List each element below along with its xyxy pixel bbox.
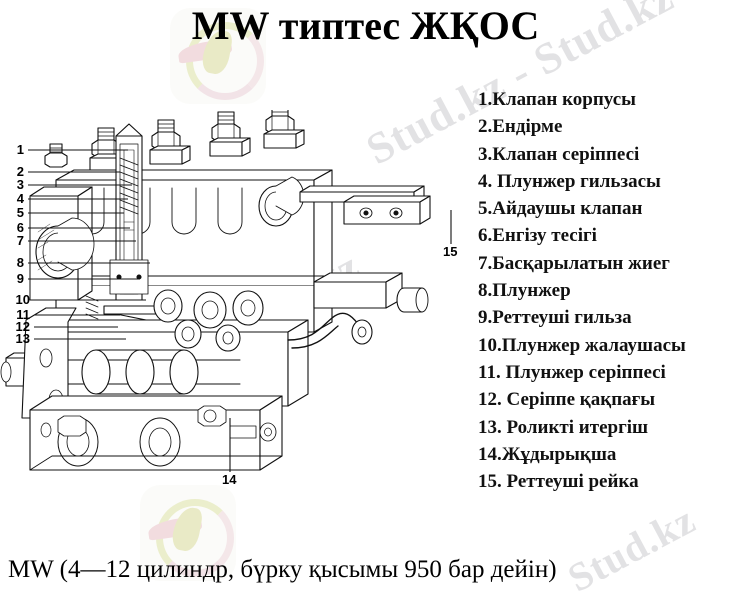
legend-item-12-label: Серіппе қақпағы [506, 389, 656, 411]
callout-2: 2 [16, 164, 24, 179]
legend-item-4-number: 4. [478, 170, 497, 192]
legend-item-11-label: Плунжер серіппесі [505, 361, 666, 383]
legend-item-9-label: Реттеуші гильза [492, 307, 632, 329]
watermark-text: Stud.kz [560, 496, 703, 600]
legend-item-7-label: Басқарылатын жиег [492, 252, 670, 274]
delivery-valve-holders [44, 110, 305, 173]
legend-item-1-number: 1. [478, 89, 493, 110]
callout-3: 3 [16, 177, 24, 192]
legend-item-15-label: Реттеуші рейка [506, 471, 639, 493]
legend-item-13-label: Роликті итергіш [506, 416, 649, 438]
bottom-fasteners [57, 405, 277, 442]
page-title-rest: типтес ЖҚОС [268, 3, 540, 48]
legend-item-1: 1.Клапан корпусы [478, 86, 728, 113]
callout-7: 7 [16, 233, 24, 248]
figure-caption: MW (4—12 цилиндр, бүрку қысымы 950 бар д… [8, 556, 557, 583]
callout-1: 1 [16, 142, 24, 157]
legend-item-10: 10.Плунжер жалаушасы [478, 332, 728, 359]
legend-item-5-number: 5. [478, 198, 493, 220]
page-title-prefix: MW [191, 3, 269, 48]
legend-item-15: 15. Реттеуші рейка [478, 468, 728, 495]
pump-diagram-svg [0, 110, 431, 471]
legend-item-2: 2.Ендірме [478, 113, 728, 140]
page-title: MW типтес ЖҚОС [0, 2, 731, 49]
callout-5: 5 [16, 205, 24, 220]
legend-item-15-number: 15. [478, 471, 507, 493]
legend-item-7-number: 7. [478, 252, 493, 274]
legend-item-14-number: 14. [478, 443, 502, 465]
callout-12: 12 [15, 319, 30, 334]
callout-4: 4 [16, 191, 24, 206]
camshaft-right-end [313, 272, 429, 313]
legend-item-3-label: Клапан серіппесі [492, 143, 640, 165]
legend-item-10-label: Плунжер жалаушасы [501, 334, 686, 356]
legend-item-1-label: Клапан корпусы [492, 89, 636, 110]
legend-item-7: 7.Басқарылатын жиег [478, 250, 728, 277]
legend-item-5-label: Айдаушы клапан [492, 198, 643, 220]
callout-10: 10 [15, 292, 30, 307]
legend-item-8-label: Плунжер [492, 280, 571, 302]
legend-item-11-number: 11. [478, 361, 506, 383]
control-rack [299, 185, 431, 225]
pump-diagram [0, 110, 480, 510]
legend-item-3: 3.Клапан серіппесі [478, 141, 728, 168]
legend-item-10-number: 10. [478, 334, 502, 356]
legend-item-12: 12. Серіппе қақпағы [478, 386, 728, 413]
callout-9: 9 [16, 271, 24, 286]
callout-6: 6 [16, 220, 24, 235]
legend-item-5: 5.Айдаушы клапан [478, 195, 728, 222]
legend-item-3-number: 3. [478, 143, 493, 165]
valve-spring [119, 157, 139, 215]
legend-item-4-label: Плунжер гильзасы [497, 170, 661, 192]
legend-item-2-label: Ендірме [492, 116, 563, 138]
legend-item-9-number: 9. [478, 307, 493, 329]
legend-item-13-number: 13. [478, 416, 507, 438]
legend-item-9: 9.Реттеуші гильза [478, 304, 728, 331]
legend-item-14-label: Жұдырықша [501, 443, 617, 465]
callout-11: 11 [16, 307, 30, 322]
legend-item-6-label: Енгізу тесігі [492, 225, 597, 247]
fuel-gallery-pipe [287, 312, 373, 349]
legend-item-8: 8.Плунжер [478, 277, 728, 304]
cam-lobes [81, 349, 199, 395]
legend-item-8-number: 8. [478, 280, 493, 302]
legend-item-2-number: 2. [478, 116, 493, 138]
callout-14: 14 [222, 472, 237, 487]
legend-item-12-number: 12. [478, 389, 507, 411]
cutaway-section [29, 123, 161, 371]
callout-13: 13 [15, 331, 30, 346]
legend-item-14: 14.Жұдырықша [478, 441, 728, 468]
legend-list: 1.Клапан корпусы 2.Ендірме 3.Клапан сері… [478, 86, 728, 495]
callout-15: 15 [443, 244, 458, 259]
legend-item-13: 13. Роликті итергіш [478, 414, 728, 441]
legend-item-6-number: 6. [478, 225, 493, 247]
callout-8: 8 [16, 255, 24, 270]
legend-item-6: 6.Енгізу тесігі [478, 222, 728, 249]
legend-item-11: 11. Плунжер серіппесі [478, 359, 728, 386]
legend-item-4: 4. Плунжер гильзасы [478, 168, 728, 195]
